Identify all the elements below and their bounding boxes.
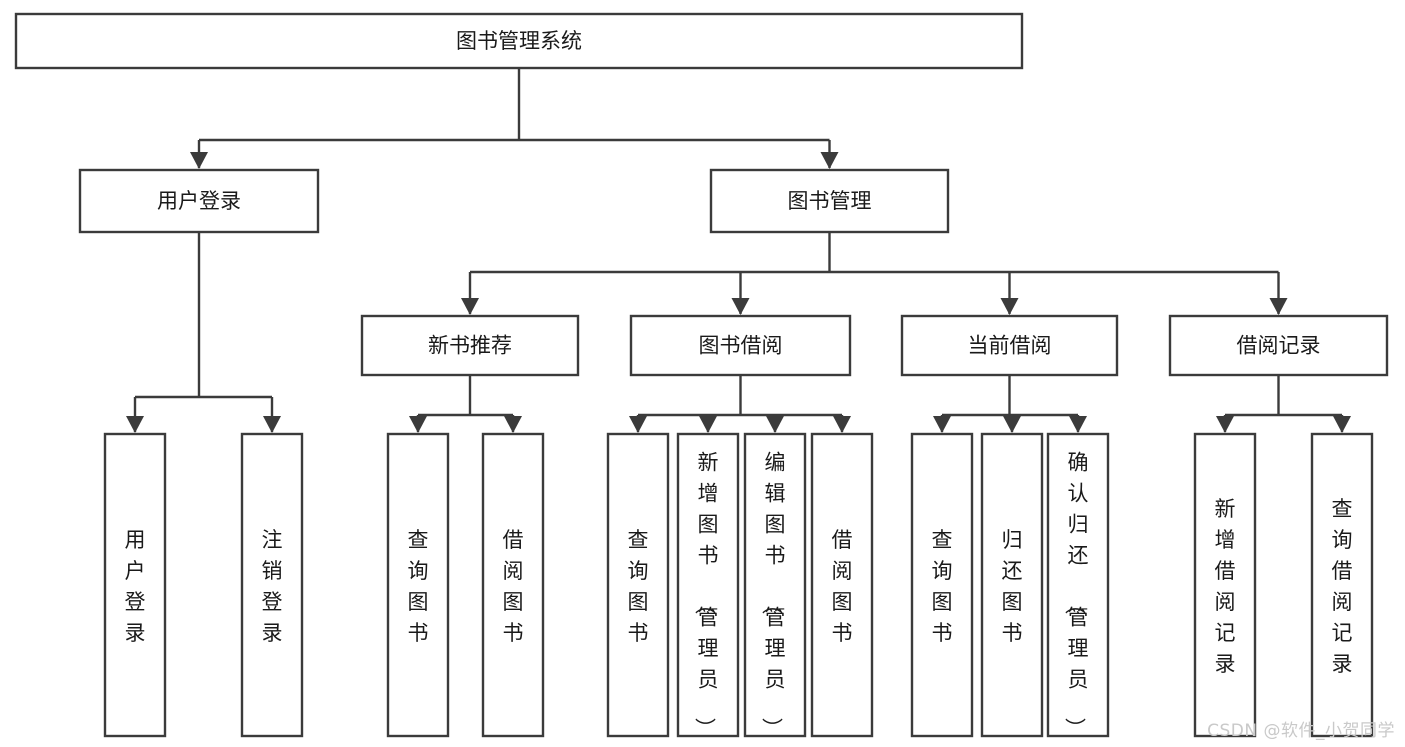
arrow-head-icon [263, 416, 281, 433]
node-box-leaf-add-book-admin[interactable] [676, 432, 740, 738]
node-box-leaf-borrow-book-recommend[interactable] [481, 432, 545, 738]
node-book-management[interactable]: 图书管理 [709, 168, 950, 234]
arrow-head-icon [766, 416, 784, 433]
node-leaf-query-book-recommend[interactable]: 查询图书 [386, 432, 450, 738]
node-borrow-record[interactable]: 借阅记录 [1168, 314, 1389, 377]
arrow-head-icon [833, 416, 851, 433]
node-leaf-borrow-book-recommend[interactable]: 借阅图书 [481, 432, 545, 738]
arrow-head-icon [629, 416, 647, 433]
node-box-user-login[interactable] [78, 168, 320, 234]
node-leaf-user-login[interactable]: 用户登录 [103, 432, 167, 738]
node-leaf-confirm-return-admin[interactable]: 确认归还（管理员） [1046, 432, 1110, 739]
node-leaf-query-book-current[interactable]: 查询图书 [910, 432, 974, 738]
node-box-new-book-recommend[interactable] [360, 314, 580, 377]
node-box-leaf-edit-book-admin[interactable] [743, 432, 807, 738]
node-box-leaf-return-book[interactable] [980, 432, 1044, 738]
node-root[interactable]: 图书管理系统 [14, 12, 1024, 70]
arrow-head-icon [190, 152, 208, 169]
node-leaf-query-book-borrow[interactable]: 查询图书 [606, 432, 670, 738]
node-user-login[interactable]: 用户登录 [78, 168, 320, 234]
node-box-leaf-query-book-current[interactable] [910, 432, 974, 738]
arrow-head-icon [126, 416, 144, 433]
node-new-book-recommend[interactable]: 新书推荐 [360, 314, 580, 377]
node-label-user-login: 用户登录 [157, 189, 241, 213]
arrow-head-icon [1000, 298, 1019, 315]
node-leaf-borrow-book[interactable]: 借阅图书 [810, 432, 874, 738]
node-label-current-borrow: 当前借阅 [968, 334, 1052, 358]
arrow-head-icon [699, 416, 717, 433]
arrow-head-icon [1269, 298, 1288, 315]
node-box-book-borrow[interactable] [629, 314, 852, 377]
node-box-leaf-user-logout[interactable] [240, 432, 304, 738]
watermark-label: CSDN @软件_小贺同学 [1207, 721, 1395, 741]
node-label-leaf-user-logout: 注销登录 [262, 528, 283, 645]
node-book-borrow[interactable]: 图书借阅 [629, 314, 852, 377]
node-box-leaf-borrow-book[interactable] [810, 432, 874, 738]
node-box-leaf-query-book-borrow[interactable] [606, 432, 670, 738]
node-box-borrow-record[interactable] [1168, 314, 1389, 377]
node-box-current-borrow[interactable] [900, 314, 1119, 377]
arrow-head-icon [1216, 416, 1234, 433]
node-label-book-borrow: 图书借阅 [699, 334, 783, 358]
node-label-leaf-query-borrow-record: 查询借阅记录 [1332, 497, 1353, 676]
node-leaf-edit-book-admin[interactable]: 编辑图书（管理员） [743, 432, 807, 739]
arrow-head-icon [461, 298, 479, 315]
node-leaf-user-logout[interactable]: 注销登录 [240, 432, 304, 738]
node-label-leaf-return-book: 归还图书 [1002, 528, 1023, 645]
node-box-leaf-query-borrow-record[interactable] [1310, 432, 1374, 738]
connector-layer [126, 68, 1351, 433]
arrow-head-icon [1333, 416, 1351, 433]
node-box-leaf-query-book-recommend[interactable] [386, 432, 450, 738]
node-label-leaf-query-book-borrow: 查询图书 [628, 528, 649, 645]
node-label-borrow-record: 借阅记录 [1237, 334, 1321, 358]
node-label-root: 图书管理系统 [456, 29, 582, 53]
node-label-leaf-borrow-book: 借阅图书 [832, 528, 853, 645]
arrow-head-icon [1069, 416, 1087, 433]
node-label-leaf-edit-book-admin: 编辑图书（管理员） [760, 451, 786, 739]
node-leaf-return-book[interactable]: 归还图书 [980, 432, 1044, 738]
node-layer: 图书管理系统用户登录图书管理新书推荐图书借阅当前借阅借阅记录用户登录注销登录查询… [14, 12, 1389, 739]
arrow-head-icon [1003, 416, 1021, 433]
node-label-leaf-add-borrow-record: 新增借阅记录 [1215, 497, 1236, 676]
node-box-leaf-add-borrow-record[interactable] [1193, 432, 1257, 738]
node-leaf-add-book-admin[interactable]: 新增图书（管理员） [676, 432, 740, 739]
node-leaf-add-borrow-record[interactable]: 新增借阅记录 [1193, 432, 1257, 738]
node-box-root[interactable] [14, 12, 1024, 70]
node-label-leaf-borrow-book-recommend: 借阅图书 [503, 528, 524, 645]
arrow-head-icon [504, 416, 522, 433]
node-label-leaf-query-book-current: 查询图书 [932, 528, 953, 645]
node-leaf-query-borrow-record[interactable]: 查询借阅记录 [1310, 432, 1374, 738]
node-label-book-management: 图书管理 [788, 189, 872, 213]
node-label-leaf-add-book-admin: 新增图书（管理员） [693, 451, 719, 739]
arrow-head-icon [820, 152, 839, 169]
node-label-leaf-query-book-recommend: 查询图书 [408, 528, 429, 645]
node-box-leaf-user-login[interactable] [103, 432, 167, 738]
node-box-leaf-confirm-return-admin[interactable] [1046, 432, 1110, 738]
node-label-leaf-confirm-return-admin: 确认归还（管理员） [1063, 451, 1089, 739]
arrow-head-icon [409, 416, 427, 433]
node-current-borrow[interactable]: 当前借阅 [900, 314, 1119, 377]
node-label-new-book-recommend: 新书推荐 [428, 334, 512, 358]
arrow-head-icon [933, 416, 951, 433]
node-box-book-management[interactable] [709, 168, 950, 234]
arrow-head-icon [731, 298, 750, 315]
node-label-leaf-user-login: 用户登录 [125, 528, 146, 645]
